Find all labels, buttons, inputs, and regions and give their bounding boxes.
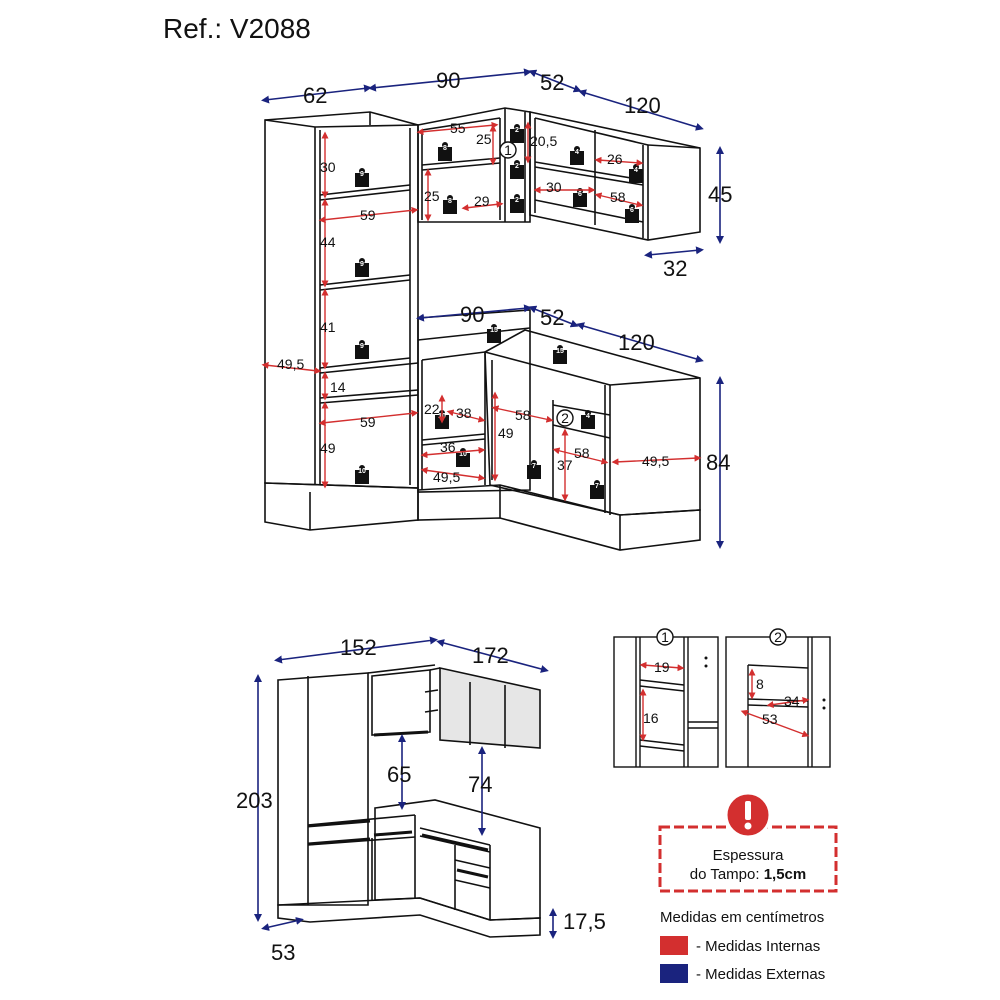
svg-text:53: 53 [271,940,295,965]
svg-text:- Medidas Internas: - Medidas Internas [696,938,820,955]
front-view-handles [307,730,489,879]
svg-text:49,5: 49,5 [433,469,460,485]
svg-text:Medidas em centímetros: Medidas em centímetros [660,909,824,926]
svg-text:9: 9 [360,171,364,178]
detail-marker-1: 1 [499,141,517,159]
svg-text:49,5: 49,5 [277,356,304,372]
internal-labels-upper: 30 44 41 59 55 25 25 29 20,5 30 26 58 49… [277,120,669,485]
svg-text:- Medidas Externas: - Medidas Externas [696,966,825,983]
detail-marker-2: 2 [556,409,574,427]
svg-text:74: 74 [468,772,492,797]
svg-text:37: 37 [557,457,573,473]
svg-text:49,5: 49,5 [642,453,669,469]
svg-text:90: 90 [460,302,484,327]
svg-text:55: 55 [450,120,466,136]
svg-text:44: 44 [320,234,336,250]
svg-text:49: 49 [498,425,514,441]
svg-text:30: 30 [320,159,336,175]
svg-text:52: 52 [540,305,564,330]
svg-text:26: 26 [607,151,623,167]
svg-text:41: 41 [320,319,336,335]
svg-text:7: 7 [595,483,599,490]
svg-text:49: 49 [320,440,336,456]
legend: Medidas em centímetros - Medidas Interna… [660,909,825,983]
front-view-dimension-lines [254,636,557,939]
svg-text:9: 9 [360,261,364,268]
svg-text:203: 203 [236,788,273,813]
svg-text:65: 65 [387,762,411,787]
svg-text:38: 38 [456,405,472,421]
legend-swatch-internal [660,936,688,955]
svg-text:15: 15 [490,327,498,334]
svg-text:10: 10 [358,468,366,475]
detail-2: 2 8 34 53 [725,628,831,768]
svg-text:4: 4 [575,149,579,156]
svg-text:172: 172 [472,643,509,668]
svg-text:152: 152 [340,635,377,660]
svg-text:2: 2 [515,197,519,204]
external-dimension-lines [261,68,724,549]
svg-text:1: 1 [504,142,512,158]
svg-text:19: 19 [654,659,670,675]
svg-text:120: 120 [618,330,655,355]
svg-text:2: 2 [515,163,519,170]
svg-text:20,5: 20,5 [530,133,557,149]
svg-text:7: 7 [532,463,536,470]
svg-text:59: 59 [360,414,376,430]
thickness-notice: Espessura do Tampo: 1,5cm [658,791,838,893]
svg-text:8: 8 [448,198,452,205]
svg-text:62: 62 [303,83,327,108]
svg-text:2: 2 [515,127,519,134]
svg-text:53: 53 [762,711,778,727]
svg-text:58: 58 [610,189,626,205]
svg-text:45: 45 [708,182,732,207]
svg-text:17,5: 17,5 [563,909,606,934]
svg-text:do Tampo: 1,5cm: do Tampo: 1,5cm [690,866,807,883]
svg-text:6: 6 [578,191,582,198]
svg-text:58: 58 [574,445,590,461]
svg-text:120: 120 [624,93,661,118]
svg-text:36: 36 [440,439,456,455]
svg-text:15: 15 [556,348,564,355]
svg-text:14: 14 [330,379,346,395]
svg-text:6: 6 [630,207,634,214]
legend-swatch-external [660,964,688,983]
svg-text:4: 4 [586,413,590,420]
svg-text:22: 22 [424,401,440,417]
svg-text:1: 1 [661,629,669,645]
external-labels-upper: 62 90 52 120 45 32 90 52 120 84 [303,68,732,475]
svg-text:25: 25 [424,188,440,204]
svg-text:2: 2 [561,410,569,426]
svg-text:2: 2 [774,629,782,645]
svg-text:Espessura: Espessura [713,847,785,864]
front-view-labels: 152 172 203 65 74 17,5 53 [236,635,606,965]
svg-text:32: 32 [663,256,687,281]
svg-text:34: 34 [784,693,800,709]
svg-text:59: 59 [360,207,376,223]
svg-text:90: 90 [436,68,460,93]
svg-text:8: 8 [443,145,447,152]
internal-dimension-lines [261,121,702,502]
front-view-drawing [277,664,541,938]
svg-text:52: 52 [540,70,564,95]
svg-text:8: 8 [756,676,764,692]
svg-text:16: 16 [643,710,659,726]
detail-1: 1 19 16 [613,628,719,768]
svg-text:29: 29 [474,193,490,209]
svg-text:30: 30 [546,179,562,195]
svg-text:4: 4 [634,167,638,174]
svg-text:84: 84 [706,450,730,475]
svg-text:25: 25 [476,131,492,147]
page-title: Ref.: V2088 [163,13,311,44]
svg-text:9: 9 [360,343,364,350]
svg-text:58: 58 [515,407,531,423]
